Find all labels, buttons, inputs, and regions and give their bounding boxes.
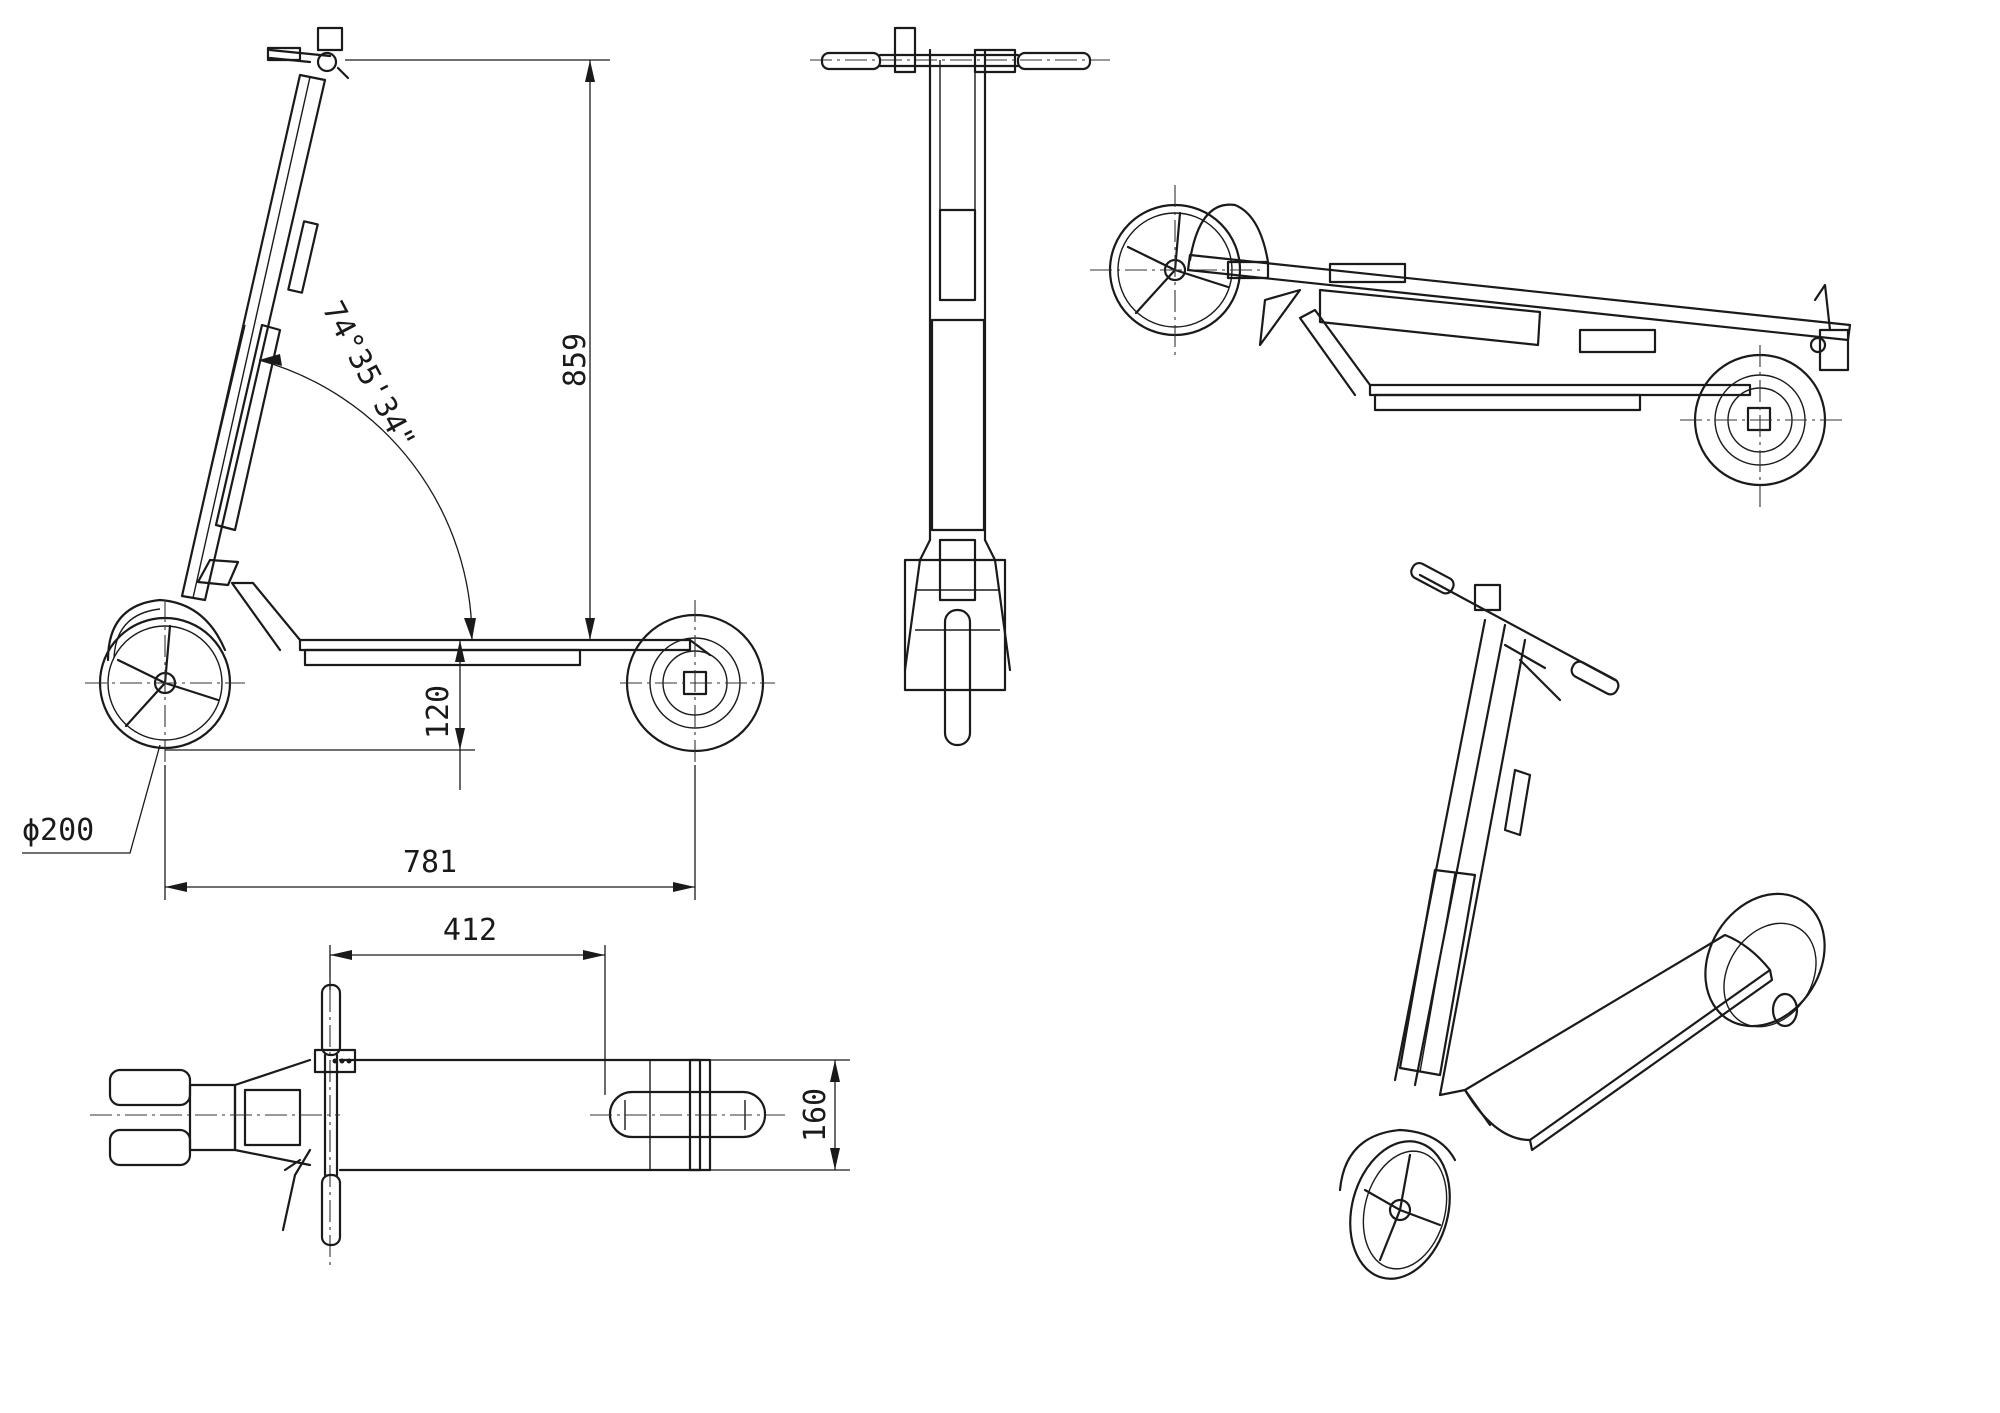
dim-handlebar-offset-label: 412 (443, 913, 497, 948)
top-view: 412 160 (90, 913, 850, 1270)
dim-wheelbase: 781 (164, 765, 696, 900)
dim-clearance: 120 (165, 640, 475, 790)
dim-height: 859 (345, 59, 610, 641)
dim-wheel-diameter: ϕ200 (22, 744, 161, 854)
dim-angle: 74°35'34" (258, 296, 476, 641)
dim-deck-width-label: 160 (798, 1088, 833, 1142)
dim-angle-label: 74°35'34" (315, 296, 422, 456)
isometric-view (1338, 561, 1826, 1280)
front-view (810, 26, 1110, 747)
folded-view (1090, 185, 1852, 510)
side-centerlines (85, 600, 775, 765)
dim-height-label: 859 (558, 333, 593, 387)
dim-wheel-diameter-label: ϕ200 (22, 813, 94, 848)
side-stem (180, 26, 350, 602)
dim-wheelbase-label: 781 (403, 845, 457, 880)
dim-handlebar-offset: 412 (329, 913, 606, 1095)
side-view: 859 74°35'34" 120 ϕ200 78 (22, 26, 775, 900)
dim-clearance-label: 120 (421, 685, 456, 739)
dim-deck-width: 160 (700, 1059, 850, 1171)
